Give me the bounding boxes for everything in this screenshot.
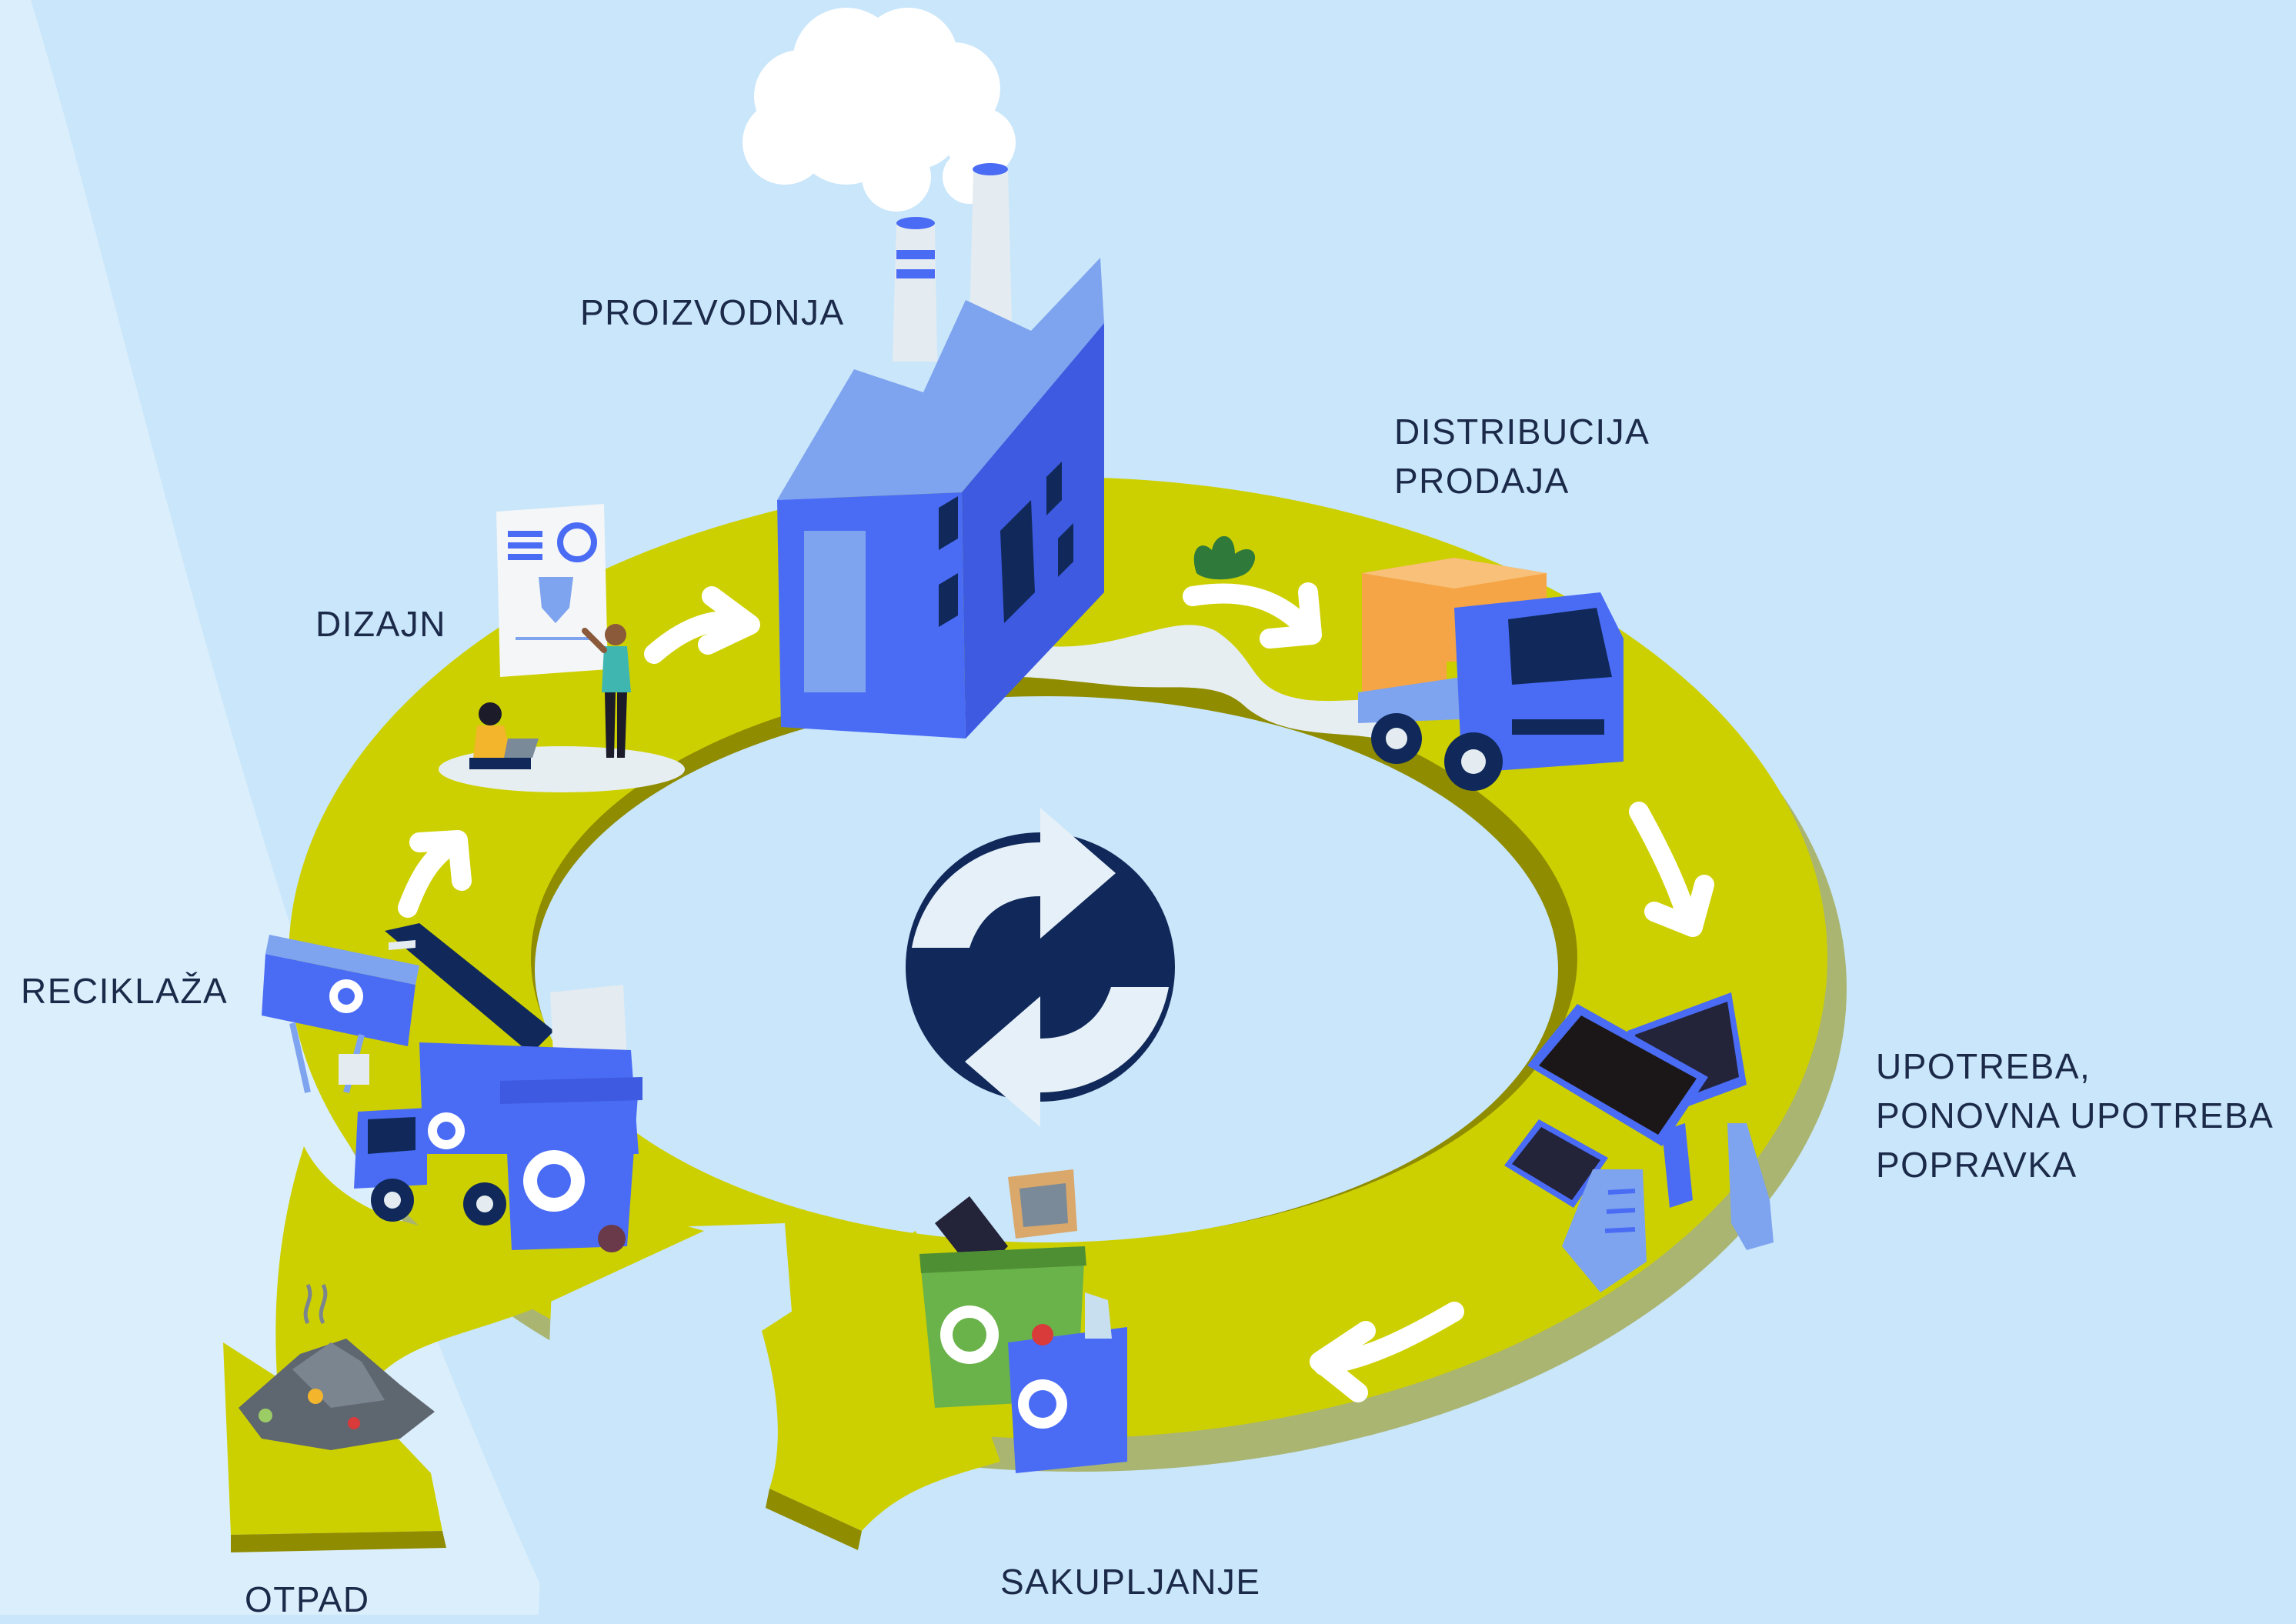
label-otpad: OTPAD	[245, 1575, 370, 1624]
label-dizajn-text: DIZAJN	[315, 604, 446, 644]
flow-arrow-icon	[644, 586, 760, 664]
smoke-cloud-icon	[743, 8, 1016, 212]
waste-pile-icon	[239, 1283, 435, 1450]
flow-arrow-icon	[398, 830, 472, 918]
label-prodaja-text: PRODAJA	[1394, 461, 1570, 501]
label-upotreba: UPOTREBA, PONOVNA UPOTREBA POPRAVKA	[1876, 1042, 2274, 1189]
green-dot-recycle-logo-icon	[906, 808, 1175, 1127]
plant-icon	[1193, 535, 1256, 580]
flow-arrow-icon	[1629, 802, 1714, 937]
label-upotreba-text: UPOTREBA,	[1876, 1046, 2091, 1086]
devices-icon	[1504, 992, 1774, 1292]
label-dizajn: DIZAJN	[315, 599, 446, 649]
label-popravka-text: POPRAVKA	[1876, 1145, 2077, 1185]
flow-arrow-icon	[1310, 1302, 1464, 1402]
label-reciklaza-text: RECIKLAŽA	[21, 971, 229, 1011]
label-distribucija-prodaja: DISTRIBUCIJA PRODAJA	[1394, 407, 1650, 505]
road	[1016, 625, 1408, 739]
label-otpad-text: OTPAD	[245, 1579, 370, 1619]
factory-icon	[777, 163, 1104, 739]
label-distribucija-text: DISTRIBUCIJA	[1394, 412, 1650, 452]
flow-arrows	[398, 582, 1714, 1402]
label-proizvodnja: PROIZVODNJA	[580, 288, 845, 337]
label-sakupljanje-text: SAKUPLJANJE	[1000, 1562, 1261, 1602]
label-proizvodnja-text: PROIZVODNJA	[580, 292, 845, 332]
label-ponovna-upotreba-text: PONOVNA UPOTREBA	[1876, 1095, 2274, 1135]
recycling-bins-icon	[919, 1169, 1127, 1473]
laptop-person-icon	[469, 702, 539, 769]
garbage-truck-icon	[354, 1042, 642, 1252]
label-reciklaza: RECIKLAŽA	[21, 966, 228, 1015]
label-sakupljanje: SAKUPLJANJE	[1000, 1557, 1261, 1606]
designer-person-icon	[582, 624, 631, 758]
left-background-band	[0, 0, 554, 1615]
delivery-truck-icon	[1358, 558, 1624, 791]
flow-arrow-icon	[1183, 582, 1322, 649]
